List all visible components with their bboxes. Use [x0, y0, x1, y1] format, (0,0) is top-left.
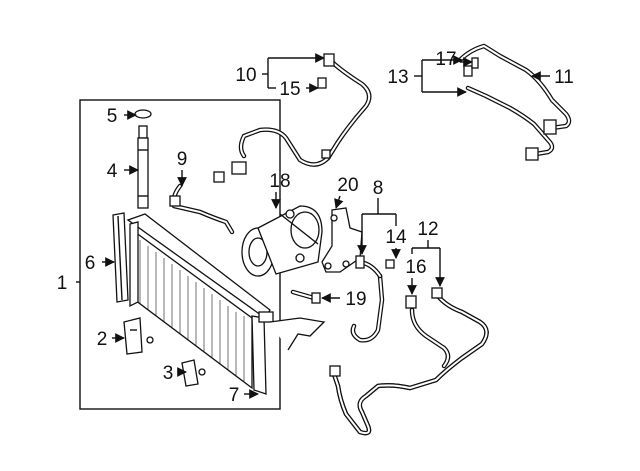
callout-16: 16	[405, 257, 426, 278]
callout-7: 7	[229, 385, 240, 406]
hose-assembly-11-13	[457, 43, 572, 161]
callout-18: 18	[269, 171, 290, 192]
callout-20: 20	[337, 175, 358, 196]
discharge-hose-12	[329, 287, 489, 436]
callout-13: 13	[387, 67, 408, 88]
liquid-line-8	[350, 255, 395, 343]
compressor-bracket	[321, 207, 363, 273]
callout-10: 10	[235, 65, 256, 86]
callout-labels: 1 2 3 4 5 6 7 8 9 10 11 12 13 14 15 16 1…	[57, 49, 574, 406]
callout-15: 15	[279, 79, 300, 100]
receiver-drier	[134, 109, 152, 209]
callout-3: 3	[163, 363, 174, 384]
mounting-bracket	[123, 317, 154, 355]
compressor	[241, 205, 323, 277]
mounting-bolt	[290, 289, 321, 304]
callout-11: 11	[554, 67, 574, 88]
callout-14: 14	[385, 227, 407, 248]
hose-assembly-10	[213, 53, 372, 183]
side-seal	[112, 212, 129, 303]
callout-2: 2	[97, 329, 108, 350]
lower-bracket	[181, 359, 206, 387]
callout-1: 1	[57, 273, 68, 294]
callout-6: 6	[85, 253, 96, 274]
callout-19: 19	[345, 289, 366, 310]
condenser-core	[126, 213, 326, 395]
callout-9: 9	[177, 149, 188, 170]
callout-5: 5	[107, 106, 118, 127]
callout-17: 17	[435, 49, 456, 70]
callout-4: 4	[107, 161, 118, 182]
callout-8: 8	[373, 178, 384, 199]
callout-12: 12	[417, 219, 438, 240]
suction-hose-9	[169, 183, 235, 235]
leader-lines	[76, 53, 550, 399]
